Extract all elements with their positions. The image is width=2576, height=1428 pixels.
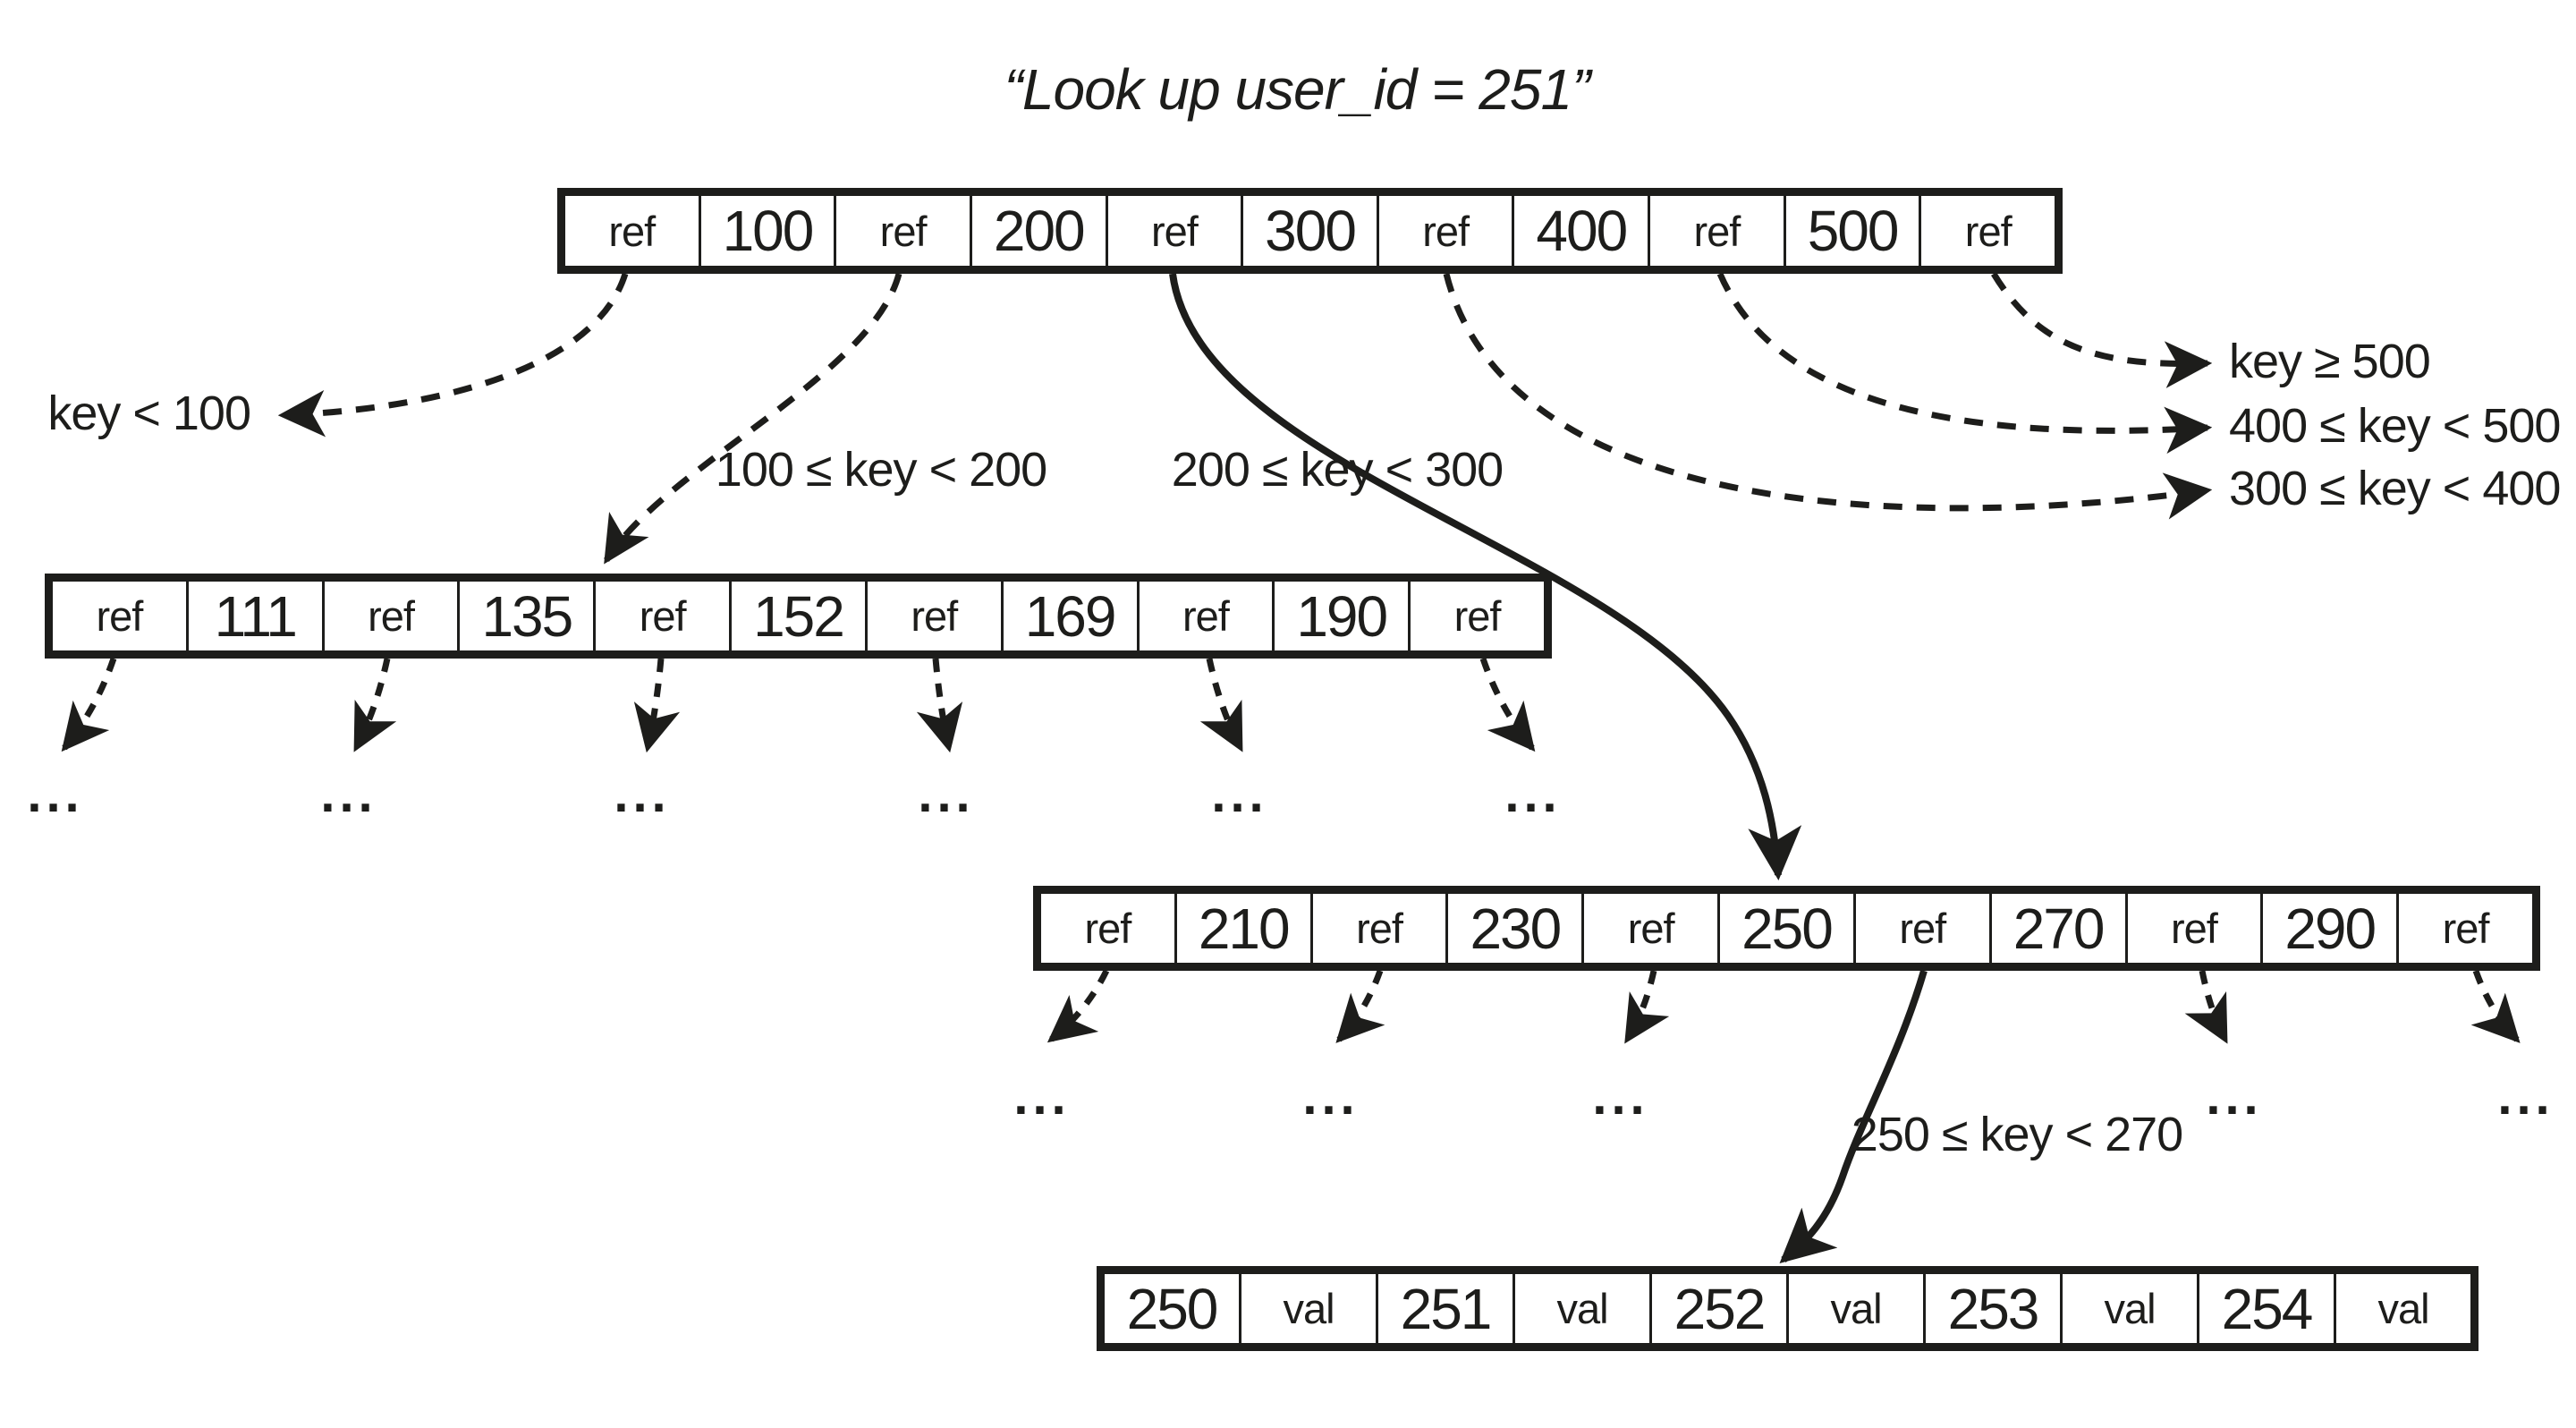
node-cell-ref: ref [1105,196,1241,266]
arrow-branch200s-child-2 [1335,969,1385,1043]
arrow-root-to-400-500 [1716,272,2213,455]
node-cell-value: val [1239,1274,1376,1343]
ellipsis: ... [2497,1067,2555,1126]
node-cell-key: 270 [1988,894,2125,963]
node-cell-key: 190 [1272,582,1408,650]
node-cell-ref: ref [834,196,970,266]
arrow-root-to-ge500 [1991,272,2213,388]
label-key-250-270: 250 ≤ key < 270 [1851,1108,2183,1161]
node-cell-key: 250 [1126,1276,1219,1341]
label-key-300-400: 300 ≤ key < 400 [2229,462,2561,515]
ellipsis: ... [27,765,84,823]
node-cell-key: 254 [2197,1274,2334,1343]
figure-title: “Look up user_id = 251” [1004,57,1591,122]
node-cell-ref: ref [96,592,143,640]
label-key-ge-500: key ≥ 500 [2229,335,2431,388]
node-cell-value: val [2334,1274,2470,1343]
arrow-root-to-300-400 [1443,273,2213,520]
node-cell-ref: ref [1084,905,1131,952]
node-cell-ref: ref [593,582,729,650]
arrow-branch100s-child-2 [352,658,397,752]
node-cell-key: 251 [1376,1274,1513,1343]
ellipsis: ... [1592,1067,1649,1126]
node-cell-ref: ref [1581,894,1717,963]
arrow-branch100s-child-6 [1479,657,1536,752]
ellipsis: ... [918,765,975,823]
label-key-400-500: 400 ≤ key < 500 [2229,399,2561,453]
node-cell-ref: ref [1376,196,1513,266]
arrow-branch100s-child-1 [61,657,117,752]
node-cell-key: 500 [1783,196,1919,266]
ellipsis: ... [1211,765,1268,823]
node-cell-ref: ref [1136,582,1273,650]
btree-node-branch-200s: ref 210 ref 230 ref 250 ref 270 ref 290 … [1033,886,2540,971]
arrow-branch200s-child-5 [2184,970,2229,1044]
node-cell-key: 135 [457,582,593,650]
ellipsis: ... [2206,1067,2263,1126]
btree-node-root: ref 100 ref 200 ref 300 ref 400 ref 500 … [557,188,2063,274]
label-key-lt-100: key < 100 [47,387,251,440]
node-cell-key: 252 [1649,1274,1786,1343]
node-cell-key: 169 [1000,582,1137,650]
node-cell-value: val [1513,1274,1649,1343]
ellipsis: ... [320,765,377,823]
ellipsis: ... [614,765,671,823]
arrow-branch200s-child-1 [1046,969,1110,1043]
node-cell-key: 210 [1174,894,1310,963]
node-cell-ref: ref [608,207,656,255]
arrow-root-to-100-200 [604,273,902,565]
arrow-branch100s-child-4 [916,658,963,753]
node-cell-key: 290 [2260,894,2396,963]
arrow-branch200s-child-6 [2470,969,2521,1043]
node-cell-ref: ref [1648,196,1784,266]
node-cell-key: 230 [1445,894,1581,963]
arrow-branch100s-child-5 [1199,658,1244,752]
node-cell-ref: ref [2124,894,2261,963]
node-cell-key: 253 [1923,1274,2060,1343]
label-key-100-200: 100 ≤ key < 200 [715,443,1047,497]
node-cell-ref: ref [2396,894,2532,963]
arrow-root-to-200-300 [1169,273,1802,880]
node-cell-key: 200 [969,196,1106,266]
arrow-branch100s-child-3 [633,658,681,753]
node-cell-ref: ref [1852,894,1989,963]
btree-node-leaf-250s: 250 val 251 val 252 val 253 val 254 val [1097,1266,2479,1351]
arrow-branch200s-to-leaf [1779,969,1928,1263]
btree-node-branch-100s: ref 111 ref 135 ref 152 ref 169 ref 190 … [45,574,1552,659]
label-key-200-300: 200 ≤ key < 300 [1171,443,1504,497]
arrow-root-to-lt100 [277,272,629,438]
node-cell-ref: ref [1919,196,2055,266]
ellipsis: ... [1013,1067,1071,1126]
node-cell-ref: ref [864,582,1001,650]
ellipsis: ... [1302,1067,1360,1126]
node-cell-value: val [1786,1274,1923,1343]
node-cell-key: 100 [698,196,835,266]
node-cell-key: 300 [1241,196,1377,266]
node-cell-key: 152 [729,582,865,650]
node-cell-ref: ref [1408,582,1544,650]
arrow-branch200s-child-3 [1624,970,1670,1044]
node-cell-value: val [2060,1274,2197,1343]
node-cell-ref: ref [321,582,458,650]
node-cell-key: 111 [185,582,322,650]
ellipsis: ... [1504,765,1562,823]
node-cell-ref: ref [1309,894,1446,963]
node-cell-key: 250 [1717,894,1853,963]
node-cell-key: 400 [1512,196,1648,266]
